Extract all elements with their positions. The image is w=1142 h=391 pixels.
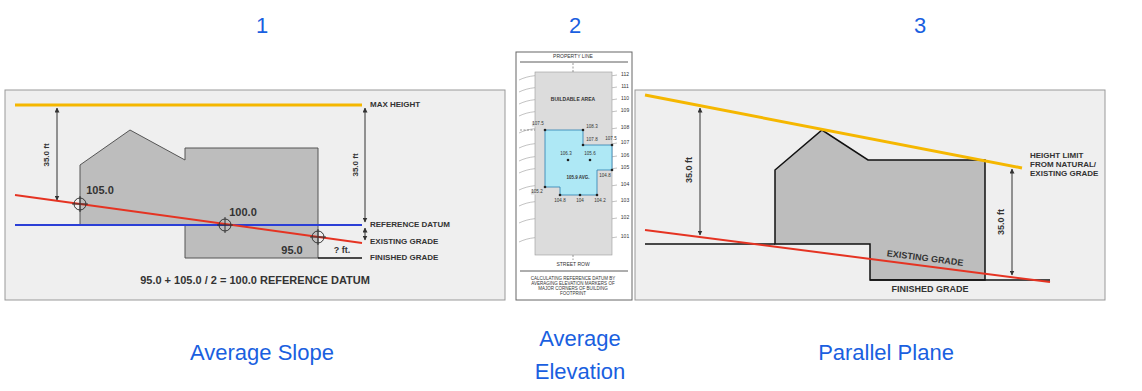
elevation-value: 104.8	[599, 174, 610, 179]
dimension-line	[57, 108, 58, 200]
elevation-value: 108.3	[586, 125, 597, 130]
contour-number: 102	[620, 215, 629, 221]
dimension-line	[700, 108, 701, 235]
max-height-line	[15, 104, 362, 107]
street-line	[520, 271, 628, 272]
finished-grade-line	[318, 257, 362, 259]
setback-line	[573, 63, 574, 72]
contour-number: 107	[620, 140, 629, 146]
elevation-value: 104.8	[554, 199, 565, 204]
callout-label: HEIGHT LIMIT FROM NATURAL/ EXISTING GRAD…	[1030, 152, 1100, 178]
contour-number: 105	[620, 165, 629, 171]
elevation-value: 107.8	[586, 138, 597, 143]
contour-number: 103	[620, 198, 629, 204]
elevation-markers	[72, 196, 326, 245]
panel-number: 3	[914, 9, 926, 42]
figure-panel: 3Parallel Plane	[635, 8, 1105, 390]
panel-caption: Average Elevation	[520, 322, 640, 388]
figure-panel: 1Average Slope	[5, 8, 505, 390]
contour-number: 108	[620, 125, 629, 131]
parallel-plane-figure	[635, 90, 1105, 300]
elevation-value: 105.9 AVG.	[566, 176, 589, 181]
dimension-line	[365, 228, 366, 240]
elevation-value: 104	[576, 199, 584, 204]
elevation-value: 107.5	[532, 122, 544, 127]
building-section	[80, 130, 318, 258]
height-limit-line	[645, 95, 1022, 168]
elevation-value: 107.5	[605, 137, 616, 142]
panel-number: 1	[256, 9, 268, 42]
panel-caption: Parallel Plane	[766, 336, 1006, 369]
contour-number: 110	[621, 96, 630, 102]
panel-frame	[635, 90, 1105, 300]
dimension-label: REFERENCE DATUM	[370, 221, 450, 230]
callout-label: STREET ROW	[556, 262, 590, 268]
elevation-value: 104.2	[594, 199, 605, 204]
formula-note: 95.0 + 105.0 / 2 = 100.0 REFERENCE DATUM	[140, 274, 370, 286]
dimension-label: EXISTING GRADE	[370, 238, 438, 247]
reference-datum-line	[15, 224, 362, 226]
panel-frame	[5, 90, 505, 300]
panel-number: 2	[569, 9, 581, 42]
existing-grade-line	[645, 230, 1050, 282]
panel-caption: Average Slope	[142, 336, 382, 369]
callout-label: BUILDABLE AREA	[551, 97, 595, 103]
panel-frame	[516, 52, 632, 300]
callout-label: 35.0 ft	[685, 157, 695, 183]
dimension-label: 35.0 ft	[43, 143, 52, 166]
dimension-label: 35.0 ft	[352, 153, 361, 176]
setback-line	[520, 130, 535, 131]
contour-number: 112	[621, 72, 630, 78]
building-footprint	[545, 130, 612, 195]
contour-number: 111	[621, 84, 630, 90]
callout-label: FINISHED GRADE	[891, 285, 968, 295]
average-slope-figure	[5, 90, 505, 300]
buildable-area	[535, 72, 612, 255]
elevation-value: 106.3	[560, 152, 571, 157]
figure-note: CALCULATING REFERENCE DATUM BY AVERAGING…	[530, 277, 616, 297]
elevation-value: 105.2	[531, 190, 543, 195]
contour-number: 101	[620, 234, 629, 240]
property-line	[520, 62, 628, 63]
contour-number: 106	[620, 153, 629, 159]
callout-label: 35.0 ft	[997, 209, 1007, 235]
dimension-label: ? ft.	[334, 246, 351, 256]
existing-grade-line	[15, 195, 362, 243]
dimension-label: 95.0	[281, 244, 302, 256]
elevation-value: 105.6	[584, 152, 595, 157]
building-section	[775, 130, 985, 280]
dimension-label: FINISHED GRADE	[370, 254, 438, 263]
contour-number: 104	[620, 182, 629, 188]
contour-number: 109	[620, 108, 629, 114]
dimension-label: 105.0	[86, 184, 114, 196]
setback-line	[573, 255, 574, 260]
callout-label: PROPERTY LINE	[553, 54, 594, 60]
dimension-line	[1012, 169, 1013, 275]
dimension-label: 100.0	[229, 206, 257, 218]
dimension-line	[365, 108, 366, 222]
average-elevation-figure	[516, 52, 632, 300]
dimension-label: MAX HEIGHT	[370, 101, 420, 110]
corner-dots	[544, 129, 614, 197]
